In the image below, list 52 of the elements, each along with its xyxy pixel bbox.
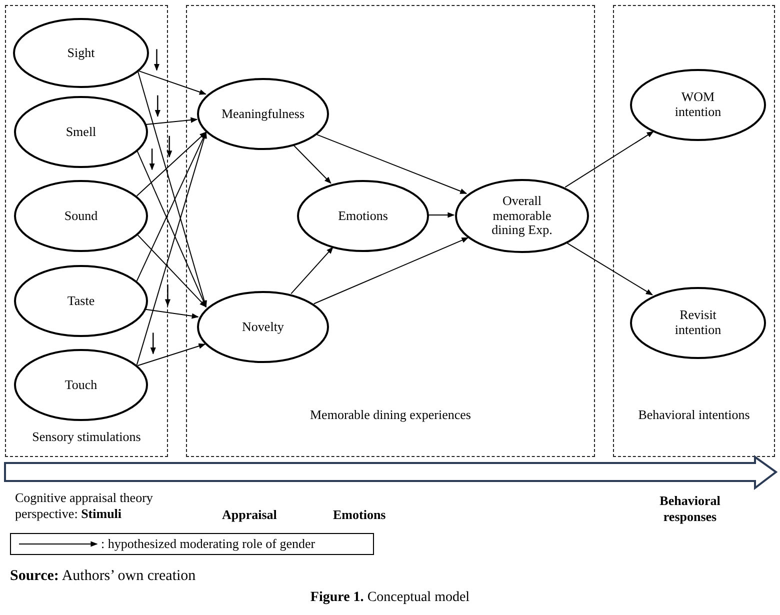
- annotation-text: Appraisal: [222, 507, 278, 524]
- node-label: Touch: [64, 378, 98, 392]
- group-label: Sensory stimulations: [32, 429, 141, 444]
- ellipse-node: [197, 291, 329, 363]
- arrow: [136, 234, 207, 308]
- ellipse-node: [14, 349, 148, 421]
- arrow: [137, 70, 207, 308]
- ellipse-node: [630, 69, 766, 141]
- arrow: [136, 131, 207, 366]
- ellipse-node: [630, 287, 766, 359]
- arrow: [145, 117, 198, 125]
- arrow: [144, 308, 199, 319]
- ellipse-node: [13, 18, 149, 88]
- annotation-text: Source: Authors’ own creation: [10, 567, 197, 586]
- ellipse-node: [455, 179, 589, 253]
- node-label: Taste: [66, 294, 96, 308]
- group-label: Behavioral intentions: [638, 407, 750, 422]
- dashed-group-frame: [5, 5, 168, 457]
- ellipse-node: [197, 78, 329, 150]
- node-label: Overall memorable dining Exp.: [490, 194, 554, 238]
- ellipse-node: [14, 96, 148, 168]
- node-label: Sight: [66, 46, 96, 60]
- arrow: [136, 132, 207, 196]
- ellipse-node: [14, 265, 148, 337]
- node-label: Revisit intention: [674, 308, 722, 338]
- arrow: [136, 150, 207, 308]
- node-label: Sound: [63, 208, 99, 224]
- dashed-group-frame: [186, 5, 595, 457]
- ellipse-node: [297, 180, 429, 252]
- arrow: [315, 134, 468, 194]
- arrow: [313, 237, 469, 304]
- dashed-group-frame: [613, 5, 775, 457]
- node-label: Emotions: [337, 208, 389, 224]
- arrow: [428, 212, 455, 218]
- legend-text: : hypothesized moderating role of gender: [101, 536, 316, 552]
- arrow: [136, 131, 207, 282]
- annotation-text: Behavioral responses: [658, 493, 722, 526]
- arrow: [292, 144, 332, 184]
- arrow: [137, 343, 206, 366]
- node-label: Novelty: [241, 320, 285, 334]
- arrow: [290, 246, 334, 294]
- node-label: Smell: [64, 124, 98, 140]
- ellipse-node: [14, 180, 148, 252]
- node-label: WOM intention: [674, 90, 722, 120]
- group-label: Memorable dining experiences: [310, 407, 471, 422]
- node-label: Meaningfulness: [220, 106, 306, 122]
- arrow: [566, 242, 653, 296]
- figure-caption: Figure 1. Conceptual model: [309, 590, 471, 606]
- arrow: [137, 70, 206, 95]
- annotation-text: Cognitive appraisal theory perspective: Stimuli: [15, 490, 154, 522]
- annotation-text: Emotions: [333, 507, 387, 524]
- arrow: [564, 131, 654, 188]
